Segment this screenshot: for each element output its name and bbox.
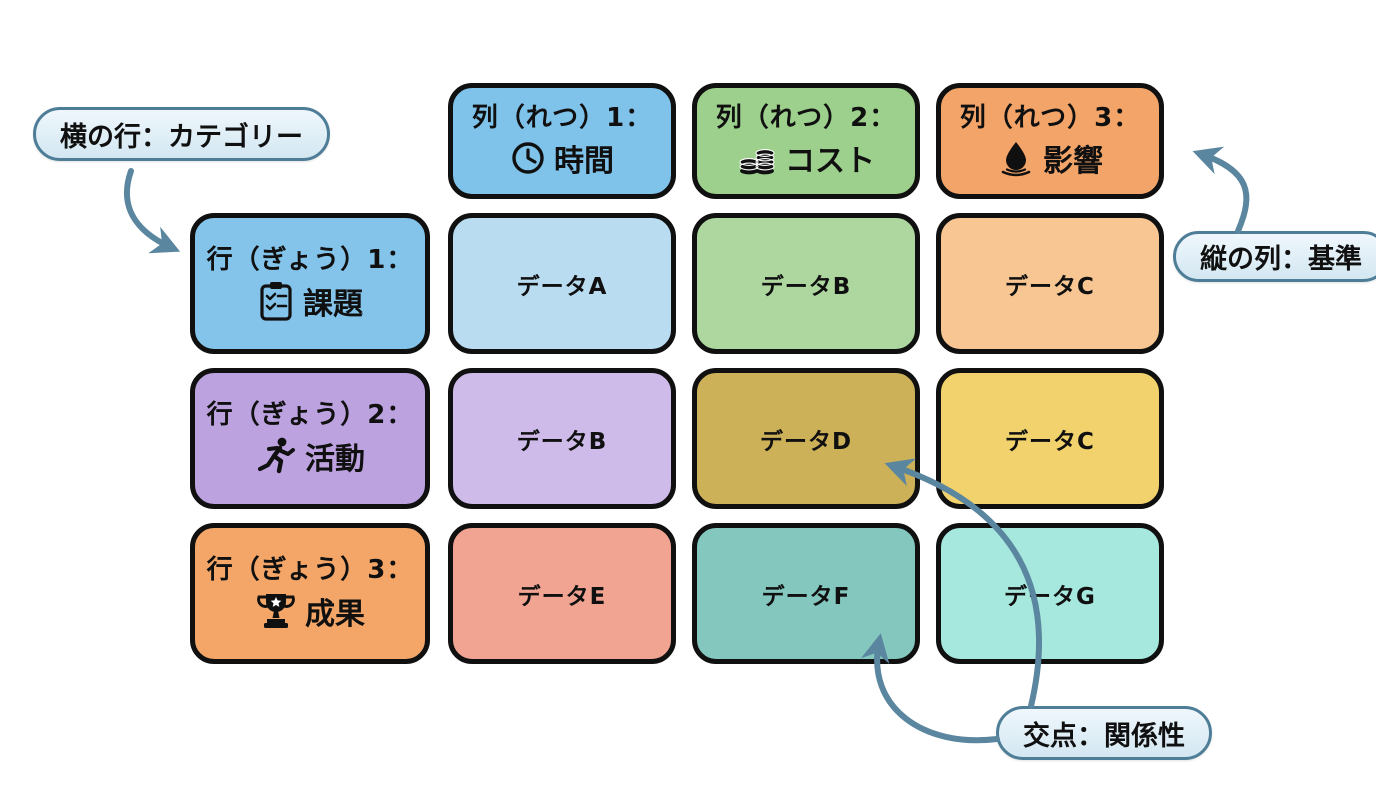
water-drop-icon bbox=[997, 139, 1035, 177]
column-header-1-title: 列（れつ）1： bbox=[471, 102, 653, 133]
cell-r3-c2: データF bbox=[692, 523, 920, 664]
column-header-2: 列（れつ）2： コスト bbox=[692, 83, 920, 199]
cell-r1-c1: データA bbox=[448, 213, 676, 354]
row-header-2: 行（ぎょう）2： 活動 bbox=[190, 368, 430, 509]
cell-r2-c3-label: データC bbox=[1005, 428, 1095, 455]
cell-r3-c1: データE bbox=[448, 523, 676, 664]
cell-r3-c1-label: データE bbox=[517, 583, 607, 610]
cell-r1-c2: データB bbox=[692, 213, 920, 354]
cell-r1-c2-label: データB bbox=[760, 273, 852, 300]
column-callout: 縦の列：基準 bbox=[1173, 231, 1376, 282]
cell-r1-c1-label: データA bbox=[516, 273, 608, 300]
cell-r1-c3-label: データC bbox=[1005, 273, 1095, 300]
column-header-2-label: コスト bbox=[785, 144, 875, 180]
row-header-2-title: 行（ぎょう）2： bbox=[206, 400, 414, 431]
coins-icon bbox=[737, 140, 777, 176]
row-callout: 横の行：カテゴリー bbox=[33, 107, 330, 161]
column-header-2-title: 列（れつ）2： bbox=[715, 102, 897, 133]
column-header-1-label: 時間 bbox=[554, 144, 614, 180]
checklist-icon bbox=[257, 280, 295, 322]
row-header-1-label: 課題 bbox=[303, 286, 363, 322]
cell-r3-c2-label: データF bbox=[761, 583, 851, 610]
cell-r3-c3: データG bbox=[936, 523, 1164, 664]
column-header-3: 列（れつ）3： 影響 bbox=[936, 83, 1164, 199]
row-header-1-title: 行（ぎょう）1： bbox=[206, 245, 414, 276]
row-header-3-label: 成果 bbox=[305, 596, 365, 632]
trophy-icon bbox=[255, 590, 297, 632]
cell-r2-c3: データC bbox=[936, 368, 1164, 509]
cell-r2-c2: データD bbox=[692, 368, 920, 509]
row-header-2-label: 活動 bbox=[305, 441, 365, 477]
column-header-3-title: 列（れつ）3： bbox=[959, 102, 1141, 133]
column-header-1: 列（れつ）1： 時間 bbox=[448, 83, 676, 199]
runner-icon bbox=[255, 435, 297, 477]
column-header-3-label: 影響 bbox=[1043, 144, 1103, 180]
cell-r1-c3: データC bbox=[936, 213, 1164, 354]
row-header-1: 行（ぎょう）1： 課題 bbox=[190, 213, 430, 354]
cell-r2-c1-label: データB bbox=[516, 428, 608, 455]
row-header-3: 行（ぎょう）3： 成果 bbox=[190, 523, 430, 664]
clock-icon bbox=[510, 140, 546, 176]
cell-r3-c3-label: データG bbox=[1004, 583, 1096, 610]
row-header-3-title: 行（ぎょう）3： bbox=[206, 555, 414, 586]
cell-r2-c2-label: データD bbox=[759, 428, 853, 455]
cell-r2-c1: データB bbox=[448, 368, 676, 509]
arrow-column-callout-to-column-header bbox=[1192, 146, 1250, 234]
arrow-row-callout-to-row-header bbox=[124, 168, 181, 254]
intersection-callout: 交点：関係性 bbox=[996, 706, 1212, 760]
